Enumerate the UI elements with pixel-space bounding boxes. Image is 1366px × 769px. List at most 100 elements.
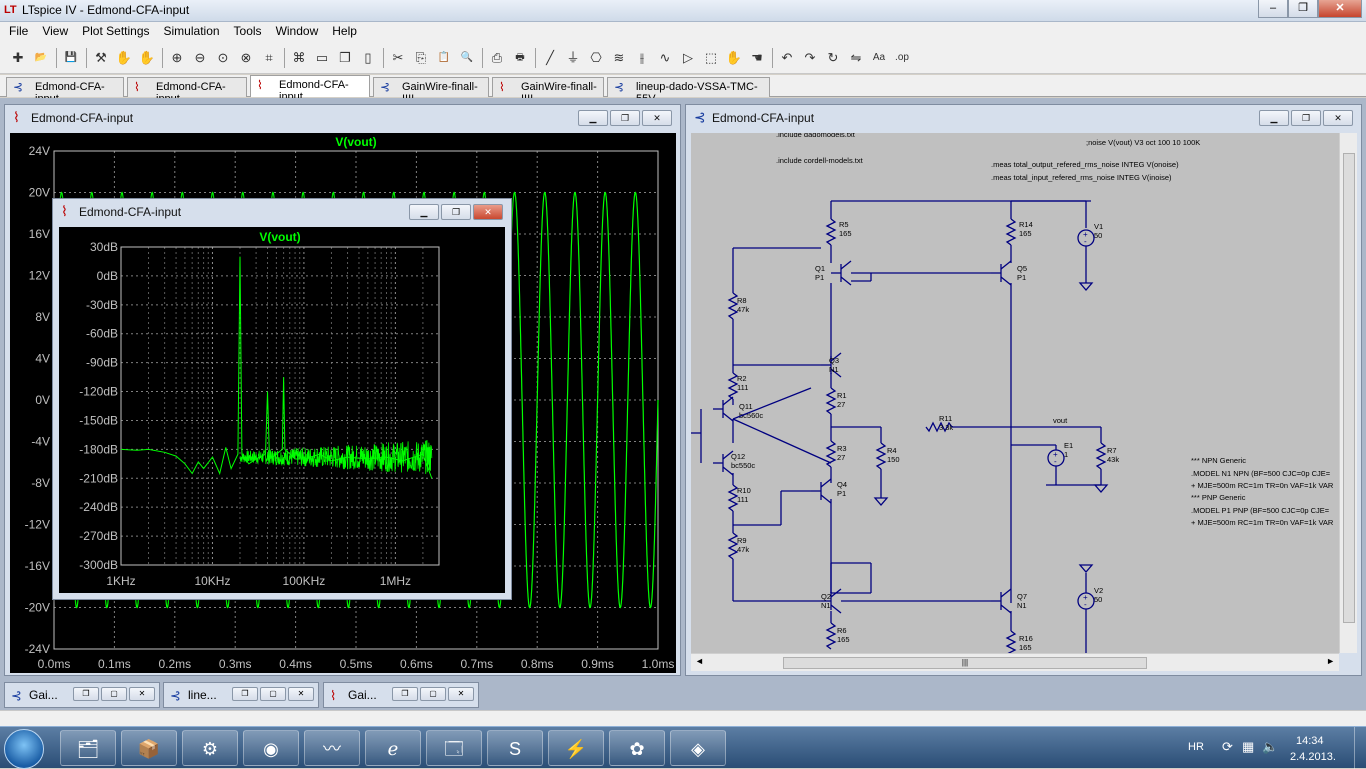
minimize-button[interactable]: – xyxy=(1258,0,1288,18)
tab-gainwire-schematic[interactable]: ⊰GainWire-finall-IIII xyxy=(373,77,489,105)
fft-plot[interactable]: V(vout)30dB0dB-30dB-60dB-90dB-120dB-150d… xyxy=(59,227,505,593)
ltspice-scope-icon[interactable]: 〰 xyxy=(304,730,360,766)
restore-button[interactable]: ❐ xyxy=(73,687,99,701)
copy-icon[interactable]: ⎘ xyxy=(415,50,427,65)
menu-window[interactable]: Window xyxy=(275,24,319,38)
rotate-icon[interactable]: ↻ xyxy=(827,50,839,65)
folder-window-icon[interactable]: 🗔 xyxy=(426,730,482,766)
tab-edmond-waveform-1[interactable]: ⌇Edmond-CFA-input xyxy=(127,77,247,105)
menu-tools[interactable]: Tools xyxy=(233,24,262,38)
scroll-thumb[interactable]: ||| xyxy=(783,657,1147,669)
network-icon[interactable]: ▦ xyxy=(1242,739,1255,754)
window-titlebar[interactable]: ⊰ Edmond-CFA-input ▁ ❐ ✕ xyxy=(686,105,1361,131)
minimized-window-3[interactable]: ⌇Gai...❐▢✕ xyxy=(323,682,479,708)
pad-icon[interactable]: ◈ xyxy=(670,730,726,766)
mirror-icon[interactable]: ⇋ xyxy=(850,50,862,65)
scroll-left-icon[interactable]: ◄ xyxy=(695,656,704,666)
minimize-button[interactable]: ▁ xyxy=(409,204,439,220)
zoom-out-icon[interactable]: ⊖ xyxy=(194,50,206,65)
tool-icon[interactable]: ⚙ xyxy=(182,730,238,766)
print-icon[interactable]: 🖶 xyxy=(515,52,525,63)
restore-button[interactable]: ❐ xyxy=(1291,110,1321,126)
autoscale-icon[interactable]: ⌗ xyxy=(265,50,273,65)
volume-icon[interactable]: 🔈 xyxy=(1262,739,1279,754)
tab-edmond-schematic[interactable]: ⊰Edmond-CFA-input xyxy=(6,77,124,105)
scroll-right-icon[interactable]: ► xyxy=(1326,656,1335,666)
menu-simulation[interactable]: Simulation xyxy=(163,24,220,38)
tile-horizontal-icon[interactable]: ▭ xyxy=(315,50,329,65)
minimized-window-2[interactable]: ⊰line...❐▢✕ xyxy=(163,682,319,708)
vertical-scrollbar[interactable] xyxy=(1339,133,1357,653)
schematic-canvas[interactable]: .include dadomodels.txt.include cordell-… xyxy=(691,133,1339,653)
tile-vertical-icon[interactable]: ▯ xyxy=(364,50,372,65)
show-desktop-button[interactable] xyxy=(1354,727,1366,769)
schematic-window[interactable]: ⊰ Edmond-CFA-input ▁ ❐ ✕ .include dadomo… xyxy=(685,104,1362,676)
language-indicator[interactable]: HR xyxy=(1188,741,1204,753)
minimized-window-1[interactable]: ⊰Gai...❐▢✕ xyxy=(4,682,160,708)
resistor-icon[interactable]: ≋ xyxy=(613,50,625,65)
grid-icon[interactable]: ⌘ xyxy=(292,50,306,65)
component-icon[interactable]: ⬚ xyxy=(704,50,718,65)
menu-file[interactable]: File xyxy=(9,24,29,38)
label-icon[interactable]: ⎔ xyxy=(590,50,602,65)
print-setup-icon[interactable]: ⎙ xyxy=(491,50,503,65)
menu-help[interactable]: Help xyxy=(332,24,357,38)
close-button[interactable]: ✕ xyxy=(642,110,672,126)
drag-icon[interactable]: ☚ xyxy=(751,50,763,65)
close-button[interactable]: ✕ xyxy=(1318,0,1362,18)
close-button[interactable]: ✕ xyxy=(473,204,503,220)
ie-icon[interactable]: ℯ xyxy=(365,730,421,766)
close-button[interactable]: ✕ xyxy=(288,687,314,701)
paste-icon[interactable]: 📋 xyxy=(437,52,451,63)
restore-button[interactable]: ❐ xyxy=(392,687,418,701)
window-titlebar[interactable]: ⌇ Edmond-CFA-input ▁ ❐ ✕ xyxy=(5,105,680,131)
wire-icon[interactable]: ╱ xyxy=(546,50,554,65)
restore-button[interactable]: ❐ xyxy=(1288,0,1318,18)
package-icon[interactable]: 📦 xyxy=(121,730,177,766)
tab-edmond-waveform-2[interactable]: ⌇Edmond-CFA-input xyxy=(250,75,370,103)
close-button[interactable]: ✕ xyxy=(1323,110,1353,126)
restore-button[interactable]: ❐ xyxy=(441,204,471,220)
minimize-button[interactable]: ▁ xyxy=(1259,110,1289,126)
ground-icon[interactable]: ⏚ xyxy=(566,50,580,65)
scroll-thumb[interactable] xyxy=(1343,153,1355,623)
find-icon[interactable]: 🔍 xyxy=(460,52,474,63)
maximize-button[interactable]: ▢ xyxy=(101,687,127,701)
maximize-button[interactable]: ▢ xyxy=(420,687,446,701)
text-icon[interactable]: Aa xyxy=(872,52,886,63)
control-panel-icon[interactable]: ⚒ xyxy=(95,50,107,65)
restore-button[interactable]: ❐ xyxy=(232,687,258,701)
minimize-button[interactable]: ▁ xyxy=(578,110,608,126)
new-schematic-icon[interactable]: ✚ xyxy=(12,50,24,65)
redo-icon[interactable]: ↷ xyxy=(804,50,816,65)
start-button[interactable] xyxy=(4,729,44,769)
window-titlebar[interactable]: ⌇ Edmond-CFA-input ▁ ❐ ✕ xyxy=(53,199,511,225)
sync-icon[interactable]: ⟳ xyxy=(1222,739,1233,754)
zoom-in-icon[interactable]: ⊕ xyxy=(171,50,183,65)
clock-time[interactable]: 14:34 xyxy=(1296,735,1324,747)
save-icon[interactable]: 💾 xyxy=(64,52,78,63)
menu-view[interactable]: View xyxy=(42,24,69,38)
undo-icon[interactable]: ↶ xyxy=(781,50,793,65)
zoom-fit-icon[interactable]: ⊙ xyxy=(217,50,229,65)
move-icon[interactable]: ✋ xyxy=(725,50,743,65)
restore-button[interactable]: ❐ xyxy=(610,110,640,126)
diode-icon[interactable]: ▷ xyxy=(683,50,693,65)
zoom-cancel-icon[interactable]: ⊗ xyxy=(240,50,252,65)
close-button[interactable]: ✕ xyxy=(129,687,155,701)
open-icon[interactable]: 📂 xyxy=(34,52,48,63)
tab-gainwire-waveform[interactable]: ⌇GainWire-finall-IIII xyxy=(492,77,604,105)
inductor-icon[interactable]: ∿ xyxy=(659,50,671,65)
cut-icon[interactable]: ✂ xyxy=(392,50,404,65)
antivirus-icon[interactable]: ◉ xyxy=(243,730,299,766)
tab-lineup-schematic[interactable]: ⊰lineup-dado-VSSA-TMC-55V xyxy=(607,77,770,105)
clock-date[interactable]: 2.4.2013. xyxy=(1290,751,1336,763)
capacitor-icon[interactable]: ⫲ xyxy=(639,50,645,65)
close-button[interactable]: ✕ xyxy=(448,687,474,701)
spice-directive-icon[interactable]: .op xyxy=(895,52,909,63)
halt-icon[interactable]: ✋ xyxy=(138,50,156,65)
ltspice-icon[interactable]: ⚡ xyxy=(548,730,604,766)
maximize-button[interactable]: ▢ xyxy=(260,687,286,701)
horizontal-scrollbar[interactable]: ||| ◄ ► xyxy=(691,653,1339,671)
